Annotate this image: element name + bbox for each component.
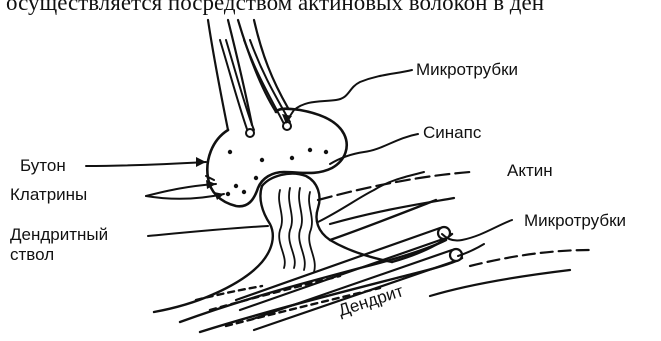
label-dendritic-trunk-line2: ствол: [10, 245, 54, 264]
label-bouton: Бутон: [20, 156, 66, 175]
bouton-outline: [207, 109, 346, 207]
leader-arrowheads: [196, 114, 292, 200]
axon-microtubules: [220, 40, 291, 137]
label-synapse: Синапс: [423, 123, 481, 142]
label-microtubules-right: Микротрубки: [524, 211, 626, 230]
label-actin: Актин: [507, 161, 553, 180]
actin-filaments: [279, 188, 315, 272]
label-dendritic-trunk-line1: Дендритный: [10, 225, 108, 244]
label-clathrins: Клатрины: [10, 185, 87, 204]
label-microtubules-top: Микротрубки: [416, 60, 518, 79]
